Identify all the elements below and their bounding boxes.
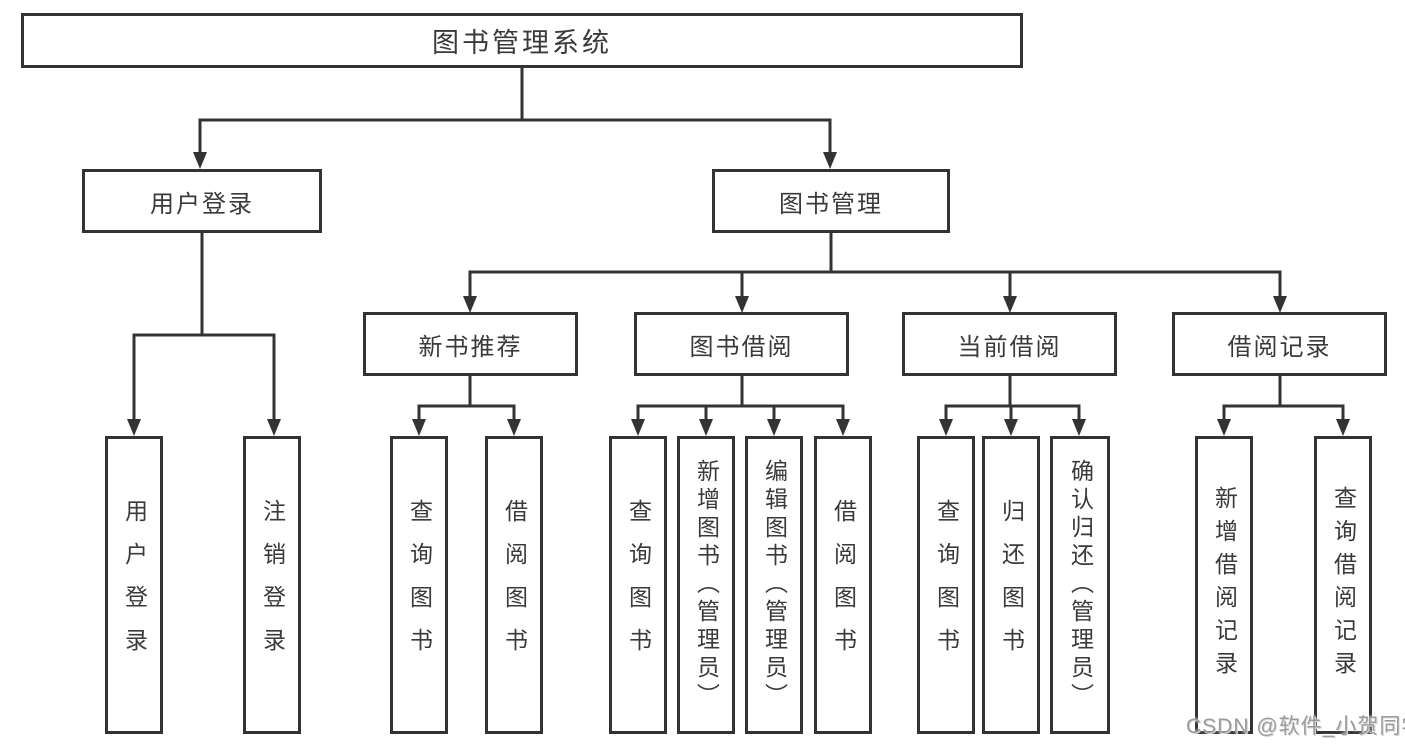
edge-records-to-leaves: [1222, 374, 1345, 423]
arrowhead-leaf-queryrecord: [1336, 419, 1350, 436]
leaf-query-books-3: 查询图书: [917, 436, 975, 734]
edge-current-to-leaves: [944, 374, 1081, 423]
leaf-query-books-1: 查询图书: [390, 436, 448, 734]
leaf-logout: 注销登录: [243, 436, 301, 734]
arrowhead-newbook: [463, 296, 477, 313]
arrowhead-userlogin: [193, 152, 207, 169]
edge-borrow-to-leaves: [636, 374, 845, 423]
leaf-edit-book-admin-label: 编辑图书（管理员）: [761, 459, 788, 711]
node-borrowing-records-label: 借阅记录: [1227, 333, 1332, 361]
leaf-return-books-label: 归还图书: [998, 499, 1025, 671]
arrowhead-current: [1003, 296, 1017, 313]
edge-bookmgmt-to-level3: [468, 231, 1282, 300]
node-current-borrowing: 当前借阅: [902, 312, 1117, 376]
arrowhead-leaf-addrecord: [1217, 419, 1231, 436]
leaf-query-borrow-record-label: 查询借阅记录: [1330, 486, 1357, 684]
leaf-borrow-books-1: 借阅图书: [485, 436, 543, 734]
arrowhead-leaf-borrow1: [507, 419, 521, 436]
node-root: 图书管理系统: [21, 13, 1023, 68]
leaf-borrow-books-2: 借阅图书: [814, 436, 872, 734]
leaf-query-books-3-label: 查询图书: [933, 499, 960, 671]
node-book-borrowing: 图书借阅: [634, 312, 849, 376]
arrowhead-borrow: [735, 296, 749, 313]
leaf-add-borrow-record-label: 新增借阅记录: [1211, 486, 1238, 684]
leaf-return-books: 归还图书: [982, 436, 1040, 734]
leaf-user-login-label: 用户登录: [121, 499, 148, 671]
leaf-query-books-2-label: 查询图书: [625, 499, 652, 671]
node-book-borrowing-label: 图书借阅: [689, 333, 794, 361]
node-current-borrowing-label: 当前借阅: [957, 333, 1062, 361]
node-book-management: 图书管理: [712, 169, 950, 233]
leaf-confirm-return-admin-label: 确认归还（管理员）: [1067, 459, 1094, 711]
leaf-logout-label: 注销登录: [259, 499, 286, 671]
arrowhead-leaf-query2: [631, 419, 645, 436]
edge-userlogin-to-leaves: [132, 231, 276, 423]
arrowhead-bookmgmt: [823, 152, 837, 169]
csdn-watermark: CSDN @软件_小贺同学: [1186, 715, 1405, 738]
leaf-borrow-books-2-label: 借阅图书: [830, 499, 857, 671]
edge-group: [132, 66, 1345, 423]
arrowhead-group: [127, 152, 1350, 436]
leaf-query-books-1-label: 查询图书: [406, 499, 433, 671]
leaf-query-books-2: 查询图书: [609, 436, 667, 734]
leaf-add-borrow-record: 新增借阅记录: [1195, 436, 1253, 734]
node-user-login: 用户登录: [82, 169, 322, 233]
leaf-borrow-books-1-label: 借阅图书: [501, 499, 528, 671]
arrowhead-leaf-logout: [267, 419, 281, 436]
leaf-edit-book-admin: 编辑图书（管理员）: [745, 436, 803, 734]
node-root-label: 图书管理系统: [432, 28, 612, 58]
arrowhead-leaf-editbook: [767, 419, 781, 436]
arrowhead-leaf-query3: [939, 419, 953, 436]
leaf-add-book-admin: 新增图书（管理员）: [677, 436, 735, 734]
arrowhead-leaf-login: [127, 419, 141, 436]
leaf-user-login: 用户登录: [105, 436, 163, 734]
leaf-add-book-admin-label: 新增图书（管理员）: [693, 459, 720, 711]
edge-newbook-to-leaves: [417, 374, 516, 423]
node-user-login-label: 用户登录: [150, 190, 254, 218]
edge-root-to-level2: [198, 66, 832, 156]
leaf-confirm-return-admin: 确认归还（管理员）: [1050, 436, 1110, 734]
node-new-book-recommend-label: 新书推荐: [418, 333, 523, 361]
arrowhead-leaf-query1: [412, 419, 426, 436]
node-borrowing-records: 借阅记录: [1172, 312, 1387, 376]
arrowhead-leaf-addbook: [699, 419, 713, 436]
node-new-book-recommend: 新书推荐: [363, 312, 578, 376]
node-book-management-label: 图书管理: [779, 190, 883, 218]
arrowhead-records: [1273, 296, 1287, 313]
arrowhead-leaf-borrow2: [836, 419, 850, 436]
arrowhead-leaf-confirm: [1072, 419, 1086, 436]
leaf-query-borrow-record: 查询借阅记录: [1314, 436, 1372, 734]
arrowhead-leaf-return: [1004, 419, 1018, 436]
